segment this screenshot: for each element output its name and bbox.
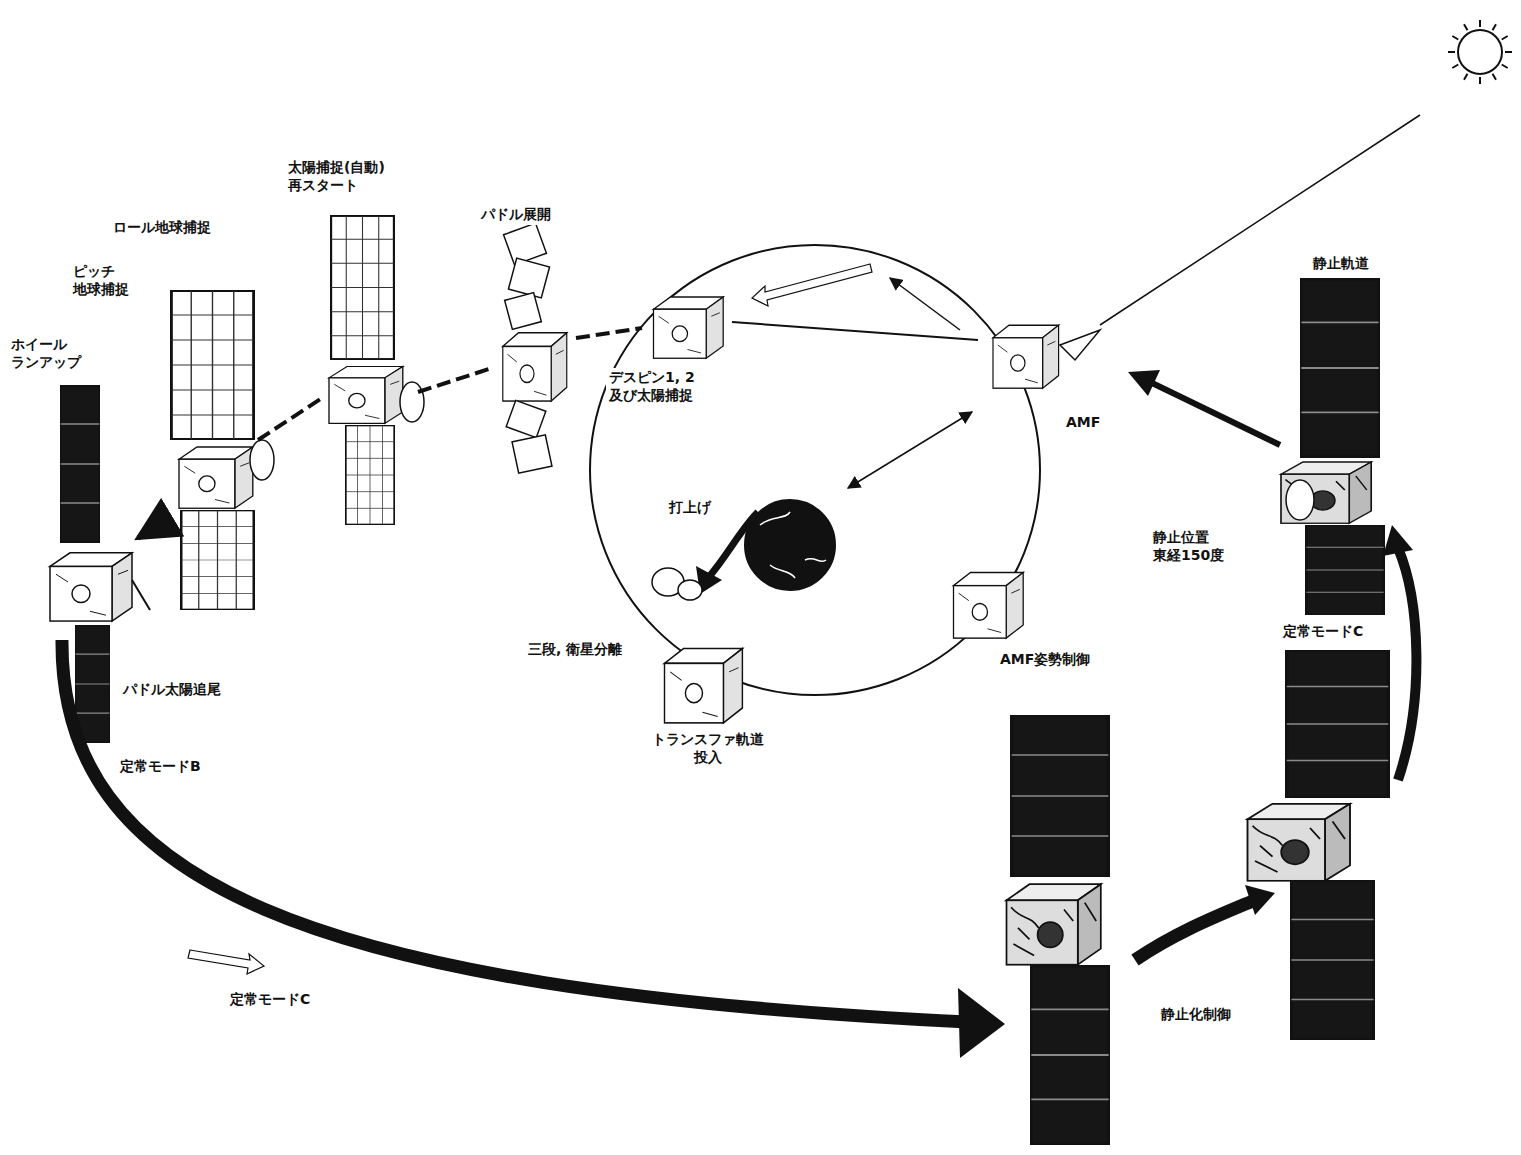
geostationary-satellite — [1281, 279, 1384, 614]
stage-label: 静止化制御 — [1158, 1005, 1234, 1025]
stage-label: ホイール ランアップ — [8, 335, 94, 372]
stationing-satellite — [1007, 716, 1109, 1144]
stage-label: パドル太陽追尾 — [120, 680, 224, 700]
stage-label: ロール地球捕捉 — [110, 218, 214, 238]
stage-label: 打上げ — [666, 498, 714, 518]
stage-arrowhead — [1383, 525, 1413, 556]
pitch-earth-satellite — [171, 291, 274, 609]
stage-label: ピッチ 地球捕捉 — [70, 262, 148, 299]
stage-arrow — [1150, 382, 1280, 445]
stage-label: 定常モードC — [1280, 622, 1366, 642]
sun-acquisition-satellite — [329, 216, 424, 524]
stage-arrow — [1398, 548, 1416, 780]
stage-label: 静止位置 東経150度 — [1150, 528, 1242, 565]
third-stage-separation — [652, 568, 702, 600]
paddle-deploy-satellite — [503, 223, 567, 473]
amf-attitude-satellite — [954, 573, 1024, 639]
stage-arrowhead — [1245, 885, 1275, 915]
stage-arrowhead — [1128, 370, 1160, 396]
mode-c-sweep-arrow — [62, 640, 1005, 1058]
stage-label: 定常モードB — [117, 757, 204, 777]
stage-link-lines — [138, 328, 642, 538]
stage-label: 太陽捕捉(自動) 再スタート — [285, 158, 403, 195]
stage-label: AMF姿勢制御 — [997, 650, 1093, 670]
stage-label: トランスファ軌道 投入 — [640, 730, 776, 767]
orbit-arrows — [732, 264, 978, 488]
stage-label: パドル展開 — [478, 205, 554, 225]
despin-satellite — [654, 297, 724, 358]
mode-c-satellite — [1248, 651, 1389, 1039]
stage-label: AMF — [1063, 413, 1103, 433]
amf-satellite — [993, 325, 1100, 388]
stage-label: 三段, 衛星分離 — [525, 640, 625, 660]
stage-arrow — [1135, 900, 1255, 960]
stage-label: 定常モードC — [227, 990, 313, 1010]
sun-symbol — [1448, 20, 1512, 84]
transfer-orbit-satellite — [665, 649, 743, 723]
stage-label: デスピン1, 2 及び太陽捕捉 — [606, 368, 716, 405]
orbit-circle — [590, 245, 1040, 695]
stage-label: 静止軌道 — [1310, 254, 1372, 274]
earth-symbol — [696, 500, 835, 594]
